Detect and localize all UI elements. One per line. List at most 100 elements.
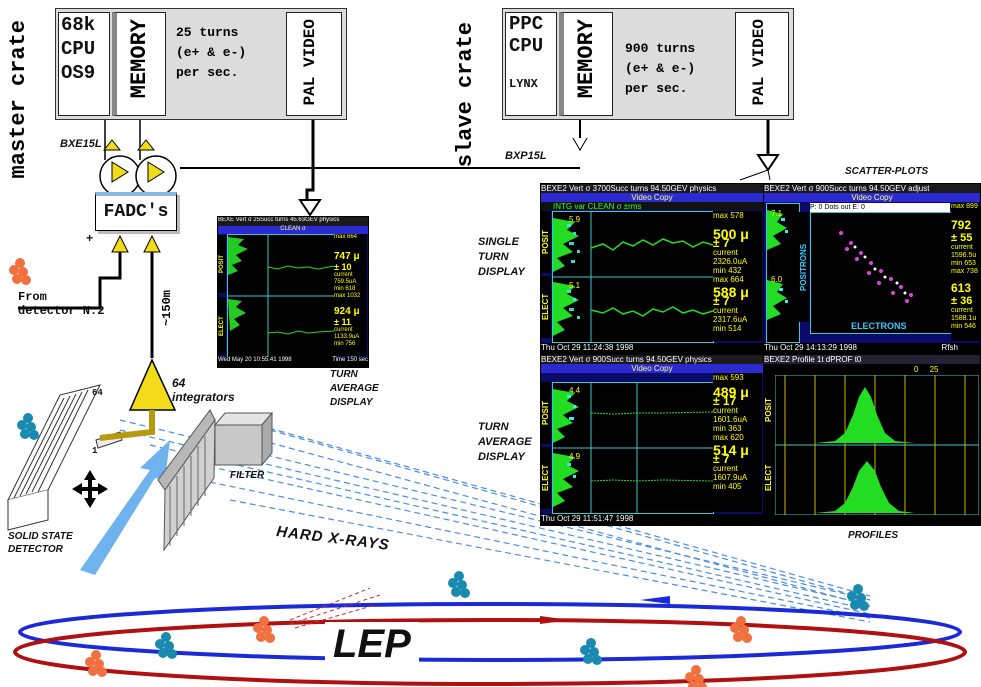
electron-bunches bbox=[17, 413, 869, 665]
average-top-max: max 593 bbox=[713, 373, 744, 382]
solid-state-label: SOLID STATE DETECTOR bbox=[8, 530, 73, 556]
scatter-side-positrons: POSITRONS bbox=[799, 212, 809, 322]
small-footer-time: Time 150 sec bbox=[332, 357, 368, 363]
master-cpu-label-2: CPU bbox=[61, 38, 96, 60]
scatter-bot-current: current bbox=[951, 307, 973, 314]
profile-plot bbox=[775, 375, 979, 515]
profile-header: BEXE2 Profile 1t dPROF t0 bbox=[764, 355, 980, 364]
slave-turns-1: 900 turns bbox=[625, 41, 696, 56]
single-bot-y: 5.1 bbox=[569, 281, 581, 290]
filter-label: FILTER bbox=[230, 470, 265, 481]
screen-scatter: BEXE2 Vert σ 900Succ turns 94.50GEV adju… bbox=[763, 183, 981, 355]
small-header: BEXE Vert σ 25Succ turns 45.63GEV physic… bbox=[218, 217, 368, 226]
small-plot bbox=[227, 234, 335, 358]
single-top-max: max 578 bbox=[713, 211, 744, 220]
slave-turns-2: (e+ & e-) bbox=[625, 61, 696, 76]
scatter-bar: Video Copy bbox=[764, 193, 980, 202]
fadc-label: FADC's bbox=[103, 202, 169, 222]
slave-turns-3: per sec. bbox=[625, 81, 688, 96]
slave-cpu-label-3: LYNX bbox=[509, 77, 538, 91]
screen-profiles: BEXE2 Profile 1t dPROF t0 0 25 POSIT ELE… bbox=[763, 354, 981, 526]
fadc-box: FADC's bbox=[95, 192, 177, 231]
single-top-val: 500 μ bbox=[713, 226, 749, 242]
master-video-card: PAL VIDEO bbox=[286, 12, 342, 116]
profile-axis: 0 25 bbox=[914, 365, 939, 374]
turn-average-c-1: TURN bbox=[330, 369, 358, 380]
average-bot-min: min 405 bbox=[713, 482, 742, 491]
single-bot-cur: 2317.6uA bbox=[713, 315, 748, 324]
fadc-polarity: + bbox=[86, 232, 94, 246]
small-top-val: 747 μ bbox=[334, 251, 360, 262]
small-bot-side: ELECT bbox=[218, 297, 226, 355]
positron-bunches bbox=[9, 258, 752, 687]
average-bot-current: current bbox=[713, 464, 738, 473]
average-bot-val: 514 μ bbox=[713, 442, 749, 458]
small-top-side: POSIT bbox=[218, 235, 226, 293]
master-cpu-card: 68k CPU OS9 bbox=[58, 12, 110, 116]
scatter-top-pm: ± 55 bbox=[951, 232, 973, 244]
master-turns-3: per sec. bbox=[176, 65, 239, 80]
lep-ring-electron bbox=[18, 602, 962, 662]
average-top-cur: 1601.6uA bbox=[713, 415, 748, 424]
average-top-y: 4.4 bbox=[569, 386, 581, 395]
from-detector: From detector N:2 bbox=[18, 290, 104, 318]
small-readout: max 664 747 μ ± 10 current 759.5uA min 6… bbox=[334, 234, 367, 356]
scatter-top-current: current bbox=[951, 244, 973, 251]
small-bot-val: 924 μ bbox=[334, 306, 360, 317]
slave-memory-label: MEMORY bbox=[574, 19, 599, 99]
master-turns: 25 turns (e+ & e-) per sec. bbox=[176, 23, 281, 83]
turn-average-r-3: DISPLAY bbox=[478, 451, 525, 463]
single-readout: max 578 500 μ ± 7 current 2326.0uA min 4… bbox=[713, 211, 762, 341]
small-top-current: current bbox=[334, 272, 353, 278]
slave-cpu-label-1: PPC bbox=[509, 13, 544, 35]
scatter-readout: max 899 792 ± 55 current 1596.5u min 653… bbox=[951, 203, 980, 341]
single-bar2: INTG var CLEAN σ ±rms bbox=[541, 202, 763, 211]
slave-turns: 900 turns (e+ & e-) per sec. bbox=[625, 39, 730, 99]
single-plot: 5.9 5.1 bbox=[552, 211, 714, 343]
single-top-current: current bbox=[713, 248, 738, 257]
average-bot-side: ELECT bbox=[541, 447, 551, 509]
master-turns-2: (e+ & e-) bbox=[176, 45, 247, 60]
scatter-bot-pm: ± 36 bbox=[951, 295, 973, 307]
average-footer: Thu Oct 29 11:51:47 1998 bbox=[541, 514, 763, 525]
scatter-plot: ELECTRONS bbox=[810, 212, 952, 334]
screen-small-turn-average: BEXE Vert σ 25Succ turns 45.63GEV physic… bbox=[217, 216, 369, 368]
profile-bot-side: ELECT bbox=[764, 447, 774, 509]
scatter-bot-cur: 1588.1u bbox=[951, 315, 977, 322]
small-top-min: min 618 bbox=[334, 286, 356, 292]
single-footer: Thu Oct 29 11:24:38 1998 bbox=[541, 343, 763, 354]
single-bot-val: 588 μ bbox=[713, 284, 749, 300]
scatter-bot-max: max 738 bbox=[951, 268, 978, 275]
single-top-cur: 2326.0uA bbox=[713, 257, 748, 266]
filter-graphic bbox=[157, 409, 274, 552]
single-turn-3: DISPLAY bbox=[478, 266, 525, 278]
solid-state-2: DETECTOR bbox=[8, 544, 63, 555]
lep-label: LEP bbox=[325, 622, 419, 666]
single-bar: Video Copy bbox=[541, 193, 763, 202]
slave-cpu-label-2: CPU bbox=[509, 35, 544, 57]
average-header: BEXE2 Vert σ 900Succ turns 94.50GEV phys… bbox=[541, 355, 763, 364]
average-top-pm: ± 17 bbox=[713, 394, 737, 408]
scatter-mini-plot: 7.1 6.0 bbox=[766, 203, 800, 343]
slave-crate-label: slave crate bbox=[453, 22, 478, 168]
single-turn-label: SINGLE TURN DISPLAY bbox=[478, 235, 525, 280]
single-turn-2: TURN bbox=[478, 251, 509, 263]
master-crate-label: master crate bbox=[6, 20, 31, 179]
single-header: BEXE2 Vert σ 3700Succ turns 94.50GEV phy… bbox=[541, 184, 763, 193]
small-top-pm: ± 10 bbox=[334, 262, 352, 272]
small-footer: Wed May 20 10:55:41 1998 Time 150 sec bbox=[218, 357, 368, 367]
small-bot-min: min 756 bbox=[334, 341, 356, 347]
detector-channels: 64 bbox=[92, 388, 103, 398]
scatter-top-y: 7.1 bbox=[771, 209, 783, 218]
small-top-max: max 664 bbox=[334, 234, 358, 240]
average-bot-y: 4.9 bbox=[569, 452, 581, 461]
profiles-label: PROFILES bbox=[848, 530, 899, 541]
scatter-footer-date: Thu Oct 29 14:13:29 1998 bbox=[764, 343, 857, 352]
lep-ring-positron bbox=[13, 618, 967, 686]
single-top-side: POSIT bbox=[541, 211, 551, 273]
scatter-bot-min: min 546 bbox=[951, 323, 976, 330]
master-video-label: PAL VIDEO bbox=[301, 19, 319, 106]
from-detector-2: detector N:2 bbox=[18, 304, 105, 318]
scatter-footer: Thu Oct 29 14:13:29 1998 Rfsh bbox=[764, 343, 980, 354]
